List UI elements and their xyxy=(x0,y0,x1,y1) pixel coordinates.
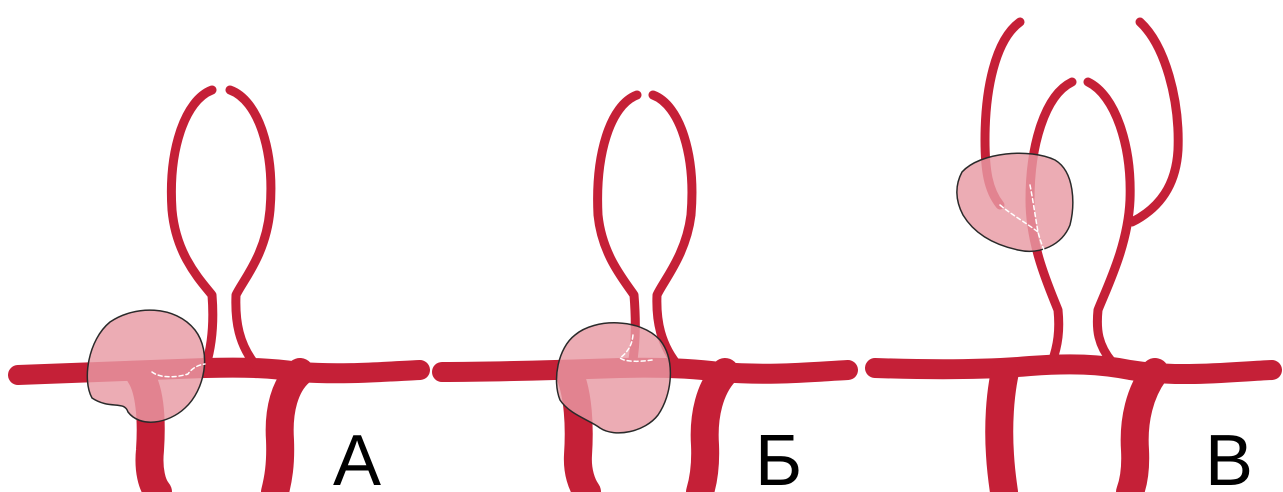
loop-right-arm-v xyxy=(1088,82,1130,362)
loop-right-arm-b xyxy=(653,95,692,368)
loop-right-arm-a xyxy=(230,90,271,368)
panel-a: А xyxy=(18,90,420,492)
right-descending-vessel-a xyxy=(275,372,300,492)
lesion-v xyxy=(957,153,1073,251)
panel-label-a: А xyxy=(333,421,381,492)
right-descending-vessel-b xyxy=(700,372,725,492)
left-descending-vessel-v xyxy=(999,372,1005,492)
right-descending-vessel-v xyxy=(1130,372,1155,492)
panel-b: Б xyxy=(442,95,848,492)
panel-v: В xyxy=(875,22,1272,492)
horizontal-vessel-v xyxy=(875,364,1272,374)
horizontal-vessel-a xyxy=(18,368,420,375)
lesion-a xyxy=(87,310,204,422)
panel-label-b: Б xyxy=(755,421,802,492)
panel-label-v: В xyxy=(1205,421,1253,492)
outer-right-branch-v xyxy=(1132,22,1178,222)
